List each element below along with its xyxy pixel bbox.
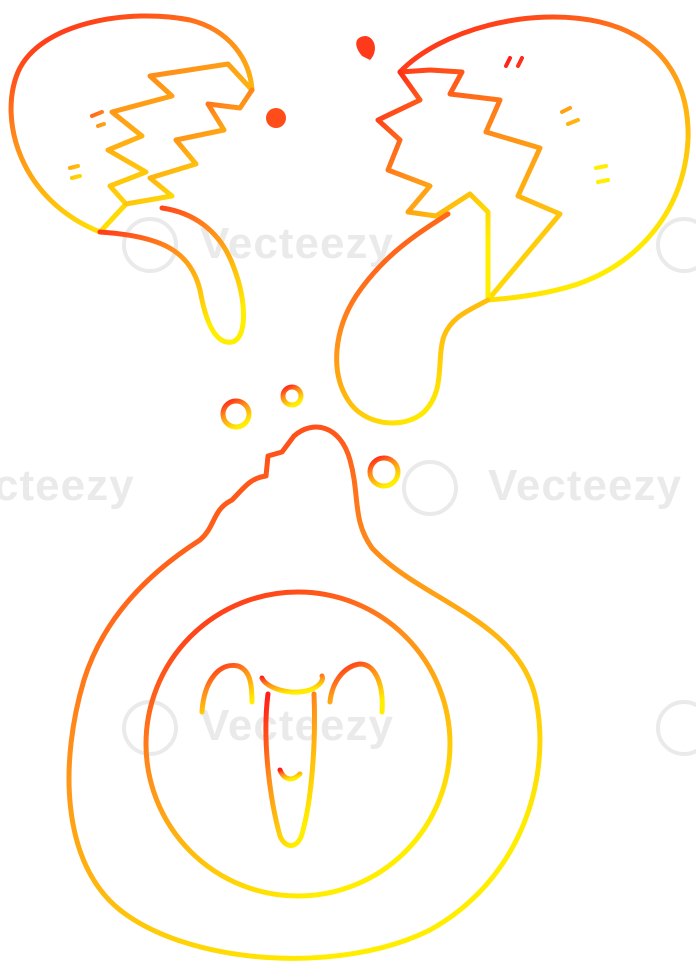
shell-right-outline [397, 14, 691, 303]
shell-left-speckles [68, 110, 106, 180]
egg-drawing [8, 13, 691, 961]
watermark-layer: Vecteezy cteezy Vecteezy Vecteezy [0, 217, 696, 756]
bubble-dot [280, 384, 304, 408]
shell-right-crack-edge [375, 69, 491, 303]
egg-white-splash [66, 424, 543, 961]
shell-fragment-dot [266, 108, 286, 128]
watermark-logo-icon [656, 217, 696, 273]
shell-fragment-dot [356, 36, 375, 60]
shell-left-crack-edge [123, 87, 255, 207]
drip-right [334, 211, 491, 426]
bubble-dot [220, 398, 252, 430]
broken-egg-shell-right [334, 14, 691, 426]
bubble-dots [220, 384, 401, 489]
watermark-text: cteezy [0, 461, 135, 510]
watermark-logo-icon [122, 217, 178, 273]
smiling-egg-yolk [143, 589, 453, 899]
watermark-text: Vecteezy [488, 461, 682, 510]
tongue-line [277, 767, 303, 782]
bubble-dot [367, 455, 401, 489]
watermark-logo-icon [402, 460, 458, 516]
egg-yolk-outline [143, 589, 453, 899]
watermark-logo-icon [656, 700, 696, 756]
shell-right-speckles [504, 56, 610, 184]
left-closed-eye [199, 662, 255, 715]
broken-egg-shell-left [8, 13, 286, 345]
shell-left-outline [8, 13, 255, 235]
upper-lip [259, 673, 325, 695]
open-smiling-mouth [263, 691, 317, 848]
watermark-text: Vecteezy [200, 701, 394, 750]
right-closed-eye [327, 661, 385, 715]
drip-left [97, 205, 246, 345]
